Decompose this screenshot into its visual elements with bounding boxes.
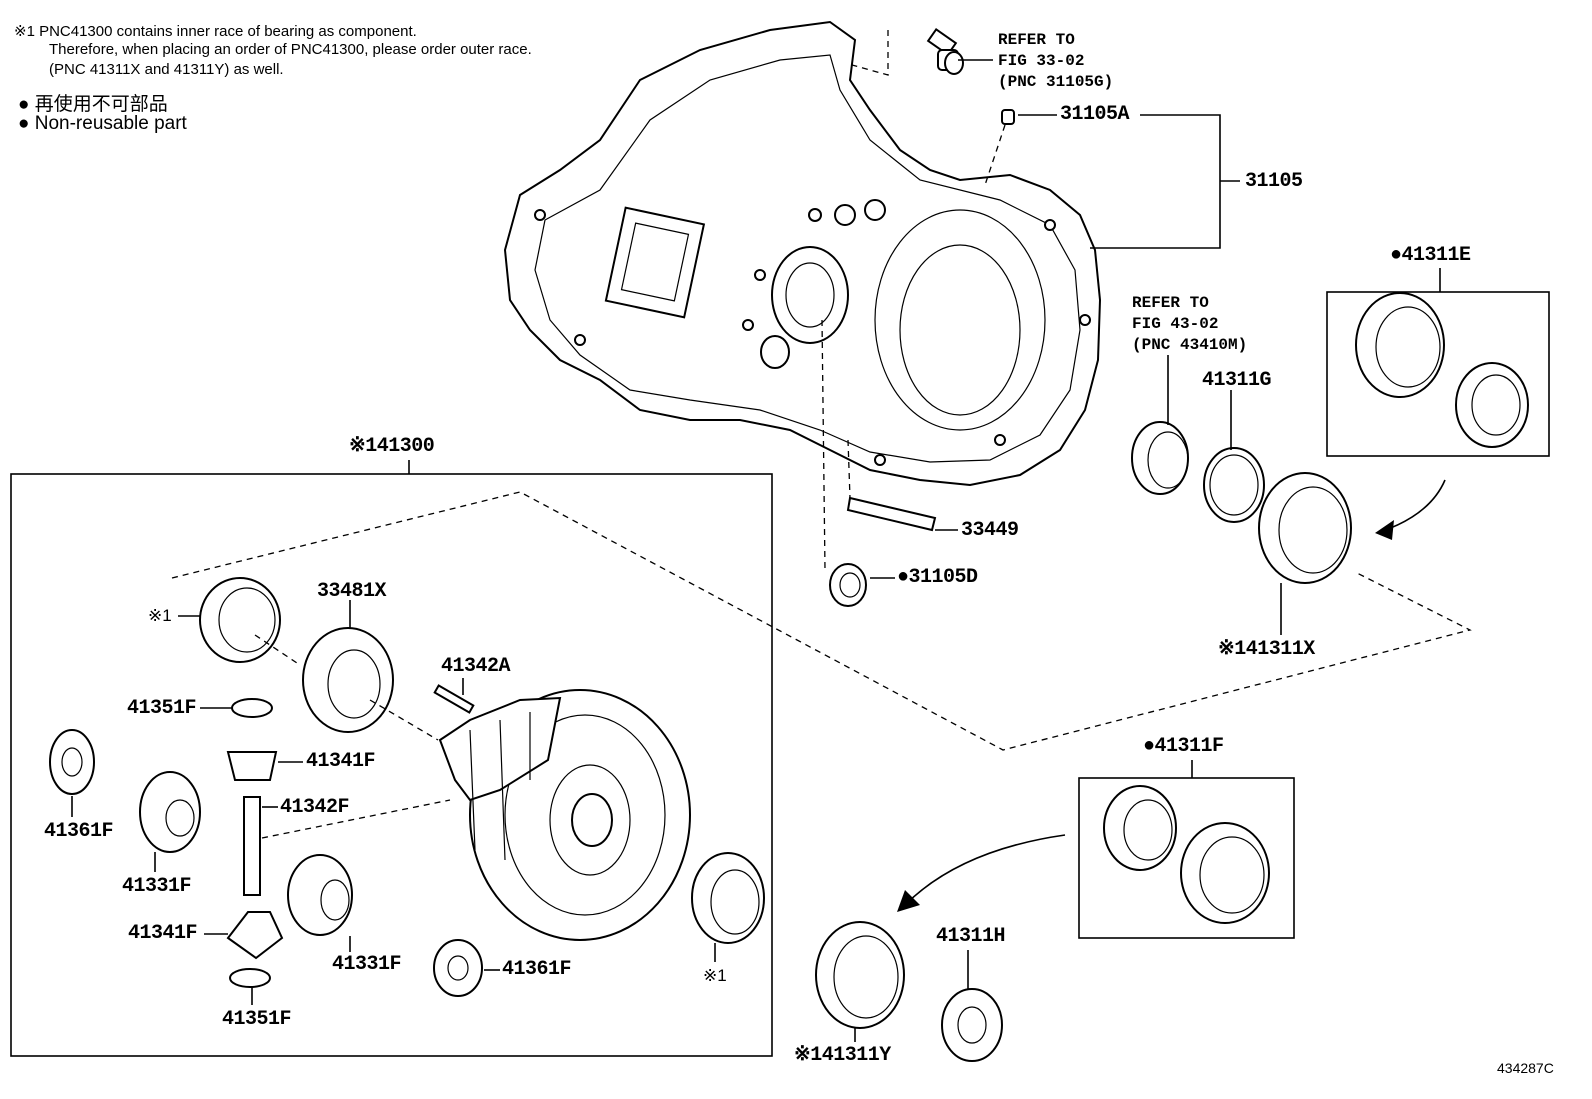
legend-japanese: ● 再使用不可部品 [18, 94, 168, 115]
seal-43410m [1131, 421, 1189, 495]
ref-fig33-line2: FIG 33-02 [998, 52, 1085, 70]
label-41300[interactable]: ※141300 [349, 435, 435, 458]
label-41311g[interactable]: 41311G [1202, 369, 1272, 392]
label-41311e[interactable]: ●41311E [1390, 244, 1471, 267]
race-41311y [815, 921, 905, 1029]
ref-fig43: REFER TO FIG 43-02 (PNC 43410M) [1132, 293, 1247, 356]
label-41341f-top[interactable]: 41341F [306, 750, 376, 773]
label-31105[interactable]: 31105 [1245, 170, 1303, 193]
kit-box-41311f [1078, 777, 1295, 939]
label-41342f[interactable]: 41342F [280, 796, 350, 819]
label-33481x[interactable]: 33481X [317, 580, 387, 603]
shim-41311g [1203, 447, 1265, 523]
plate-33449 [846, 496, 937, 532]
label-41331f-left[interactable]: 41331F [122, 875, 192, 898]
assembly-box-41300 [10, 473, 773, 1057]
inner-race-bottom [691, 852, 765, 944]
note-mark-bottom: ※1 [703, 966, 727, 985]
transaxle-housing [503, 20, 1102, 487]
legend-english: ● Non-reusable part [18, 113, 187, 134]
label-41311h[interactable]: 41311H [936, 925, 1006, 948]
assembly-dashed-outline [171, 491, 1472, 751]
bearing-41311e [1355, 292, 1529, 448]
pinion-41341f-top [226, 751, 278, 781]
differential-case [438, 689, 691, 941]
label-31105a[interactable]: 31105A [1060, 103, 1130, 126]
pinion-41341f-bottom [226, 911, 284, 960]
label-41311x[interactable]: ※141311X [1218, 638, 1315, 661]
label-41311f[interactable]: ●41311F [1143, 735, 1224, 758]
label-41351f-bottom[interactable]: 41351F [222, 1008, 292, 1031]
side-gear-41331f-left [139, 771, 201, 853]
ref-fig33: REFER TO FIG 33-02 (PNC 31105G) [998, 30, 1113, 93]
label-31105d[interactable]: ●31105D [897, 566, 978, 589]
ref-fig43-line1: REFER TO [1132, 294, 1209, 312]
bolt-31105g [926, 27, 964, 75]
washer-41351f-top [231, 698, 273, 718]
figure-id: 434287C [1497, 1060, 1554, 1076]
washer-41351f-bottom [229, 968, 271, 988]
label-41361f-bottom[interactable]: 41361F [502, 958, 572, 981]
label-41351f-top[interactable]: 41351F [127, 697, 197, 720]
inner-race-top [199, 577, 281, 663]
label-33449[interactable]: 33449 [961, 519, 1019, 542]
note-mark-top: ※1 [148, 606, 172, 625]
leader-lines [71, 30, 1441, 1042]
shaft-41342f [243, 796, 261, 896]
side-gear-41331f-bottom [287, 854, 353, 936]
label-41342a[interactable]: 41342A [441, 655, 511, 678]
ref-fig43-line2: FIG 43-02 [1132, 315, 1219, 333]
arrow-head-41311f [897, 890, 920, 912]
label-41361f-left[interactable]: 41361F [44, 820, 114, 843]
ref-fig43-line3: (PNC 43410M) [1132, 336, 1248, 354]
note-line-1: ※1 PNC41300 contains inner race of beari… [14, 23, 417, 40]
ref-fig33-line1: REFER TO [998, 31, 1075, 49]
kit-box-41311e [1326, 291, 1550, 457]
arrow-head-41311e [1375, 520, 1394, 540]
shim-41311h [941, 988, 1003, 1062]
bearing-33481x [302, 627, 394, 733]
note-line-3: (PNC 41311X and 41311Y) as well. [49, 61, 284, 78]
label-41311y[interactable]: ※141311Y [794, 1044, 891, 1067]
race-41311x [1258, 472, 1352, 584]
washer-41361f-left [49, 729, 95, 795]
label-41341f-bottom[interactable]: 41341F [128, 922, 198, 945]
ref-fig33-line3: (PNC 31105G) [998, 73, 1114, 91]
label-41331f-bottom[interactable]: 41331F [332, 953, 402, 976]
washer-41361f-bottom [433, 939, 483, 997]
bearing-41311f [1103, 785, 1270, 924]
note-line-2: Therefore, when placing an order of PNC4… [49, 41, 532, 58]
arrow-41311f [904, 834, 1066, 906]
plug-31105a [1001, 109, 1015, 125]
pin-41342a [433, 684, 475, 714]
seal-31105d [829, 563, 867, 607]
